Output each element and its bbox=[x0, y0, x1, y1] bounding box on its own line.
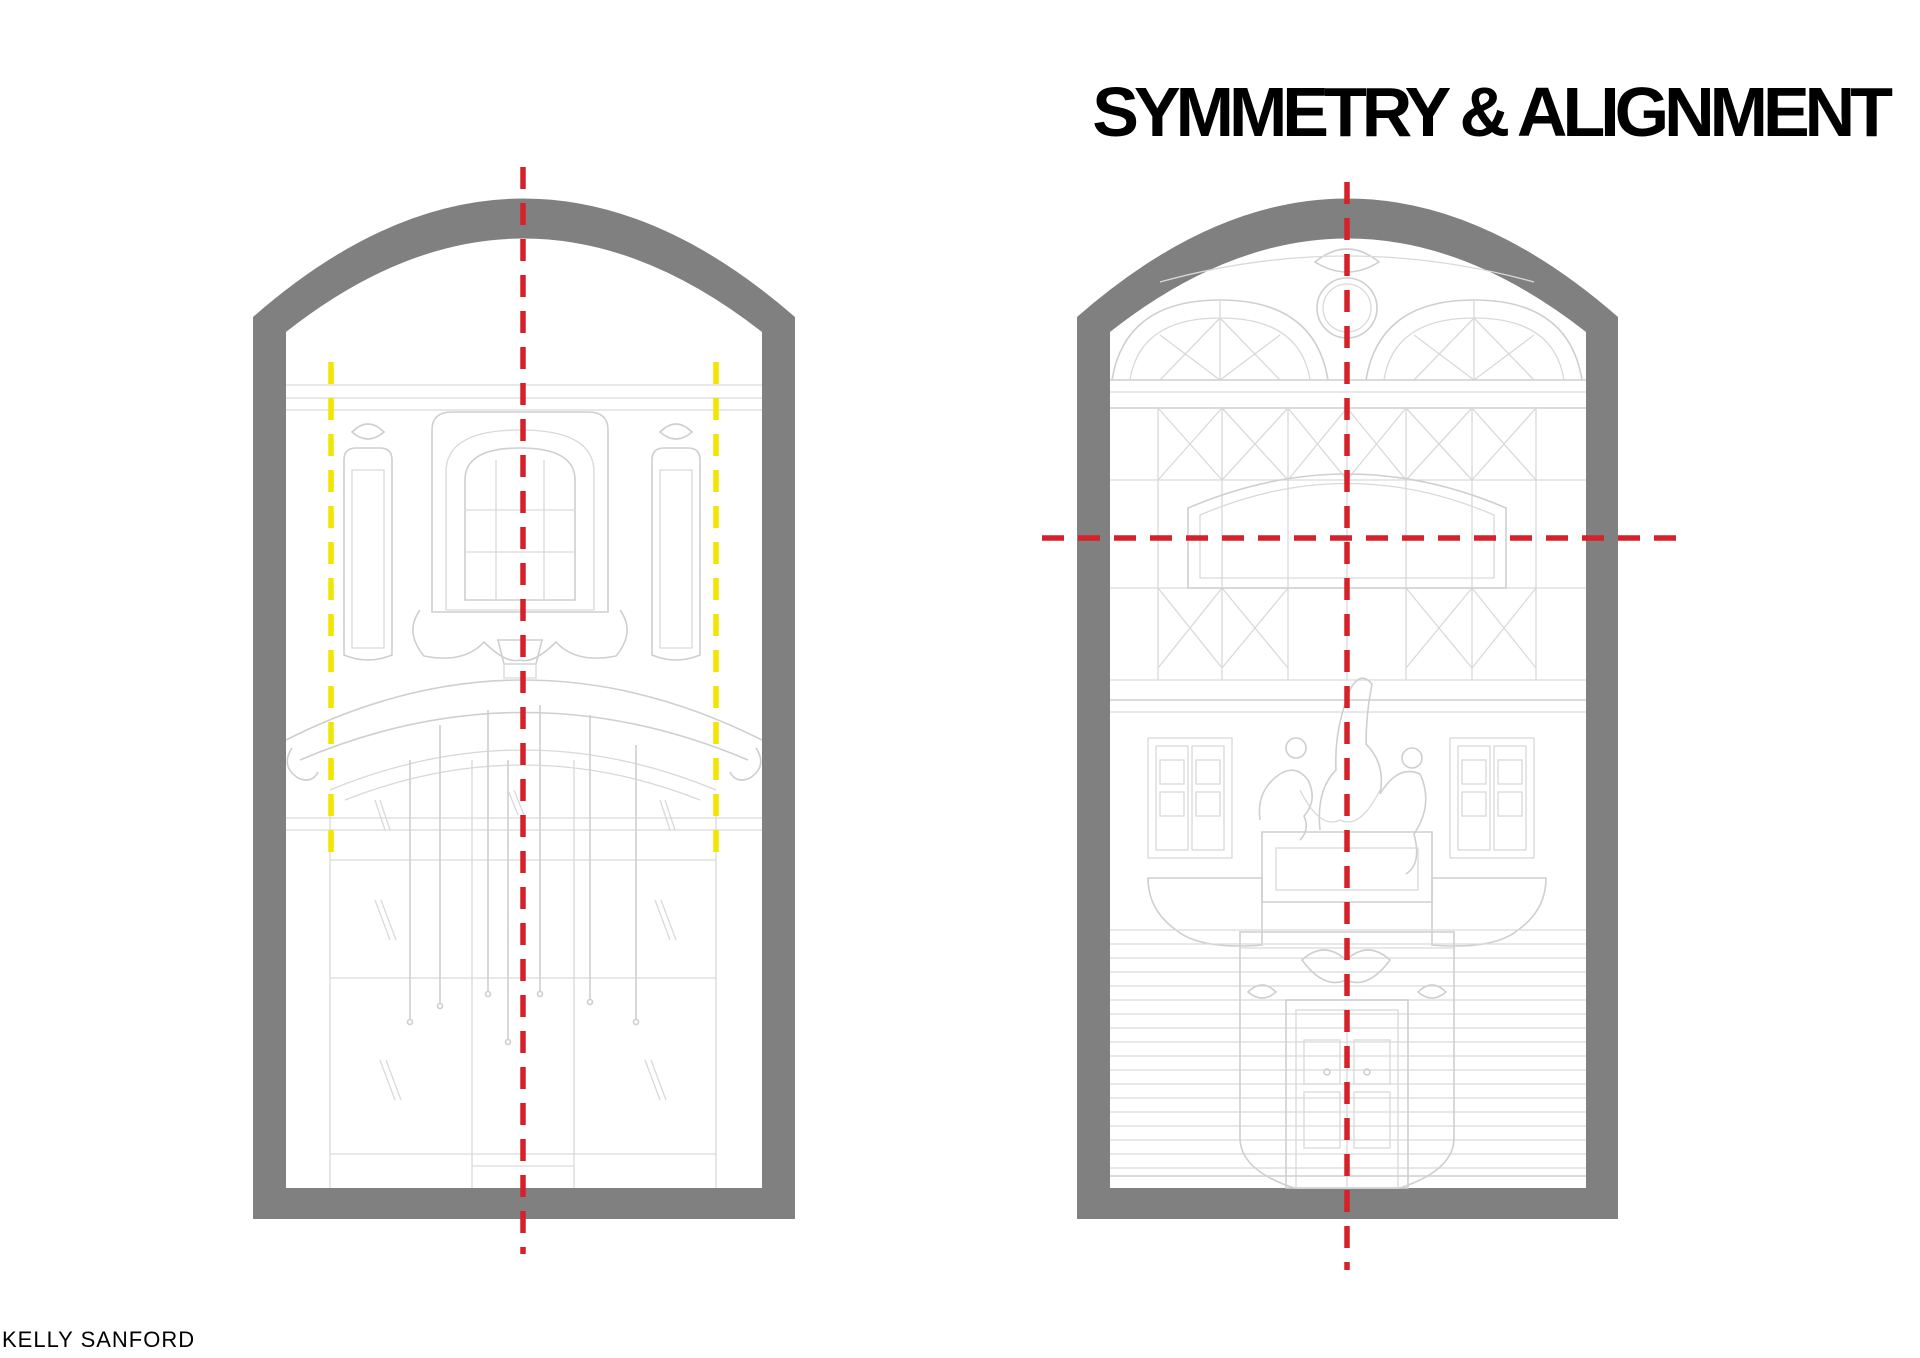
left-facade-linework bbox=[285, 384, 763, 1188]
left-arched-frame bbox=[253, 198, 795, 1219]
author-credit: KELLY SANFORD bbox=[2, 1327, 196, 1352]
page-title: SYMMETRY & ALIGNMENT bbox=[1092, 73, 1893, 151]
left-elevation bbox=[253, 167, 795, 1254]
right-arched-frame bbox=[1077, 198, 1618, 1219]
right-elevation bbox=[1042, 182, 1678, 1270]
